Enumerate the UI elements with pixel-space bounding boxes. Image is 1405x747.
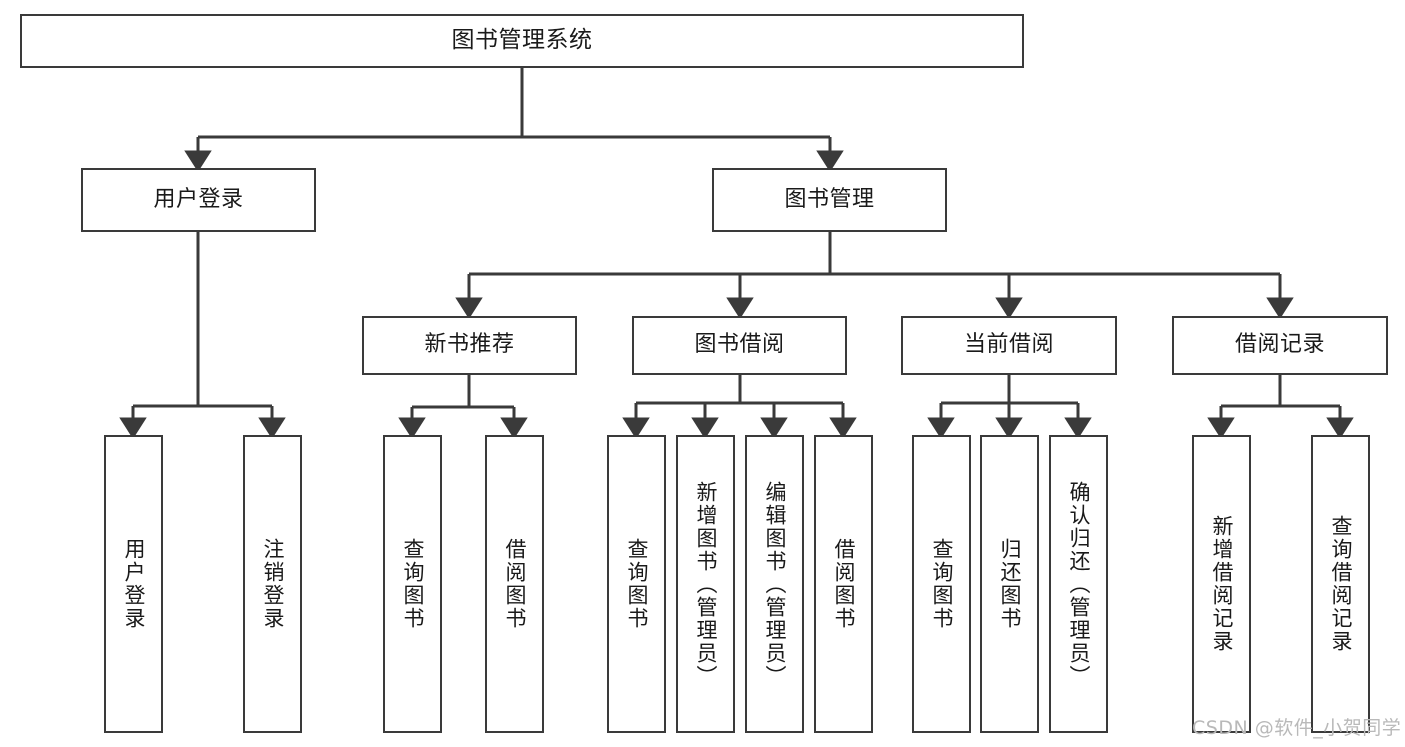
node-label: 注销登录	[261, 538, 285, 630]
node-book-management-system[interactable]: 图书管理系统	[20, 14, 1024, 68]
node-label: 新增图书（管理员）	[694, 480, 718, 688]
node-borrow-record[interactable]: 借阅记录	[1172, 316, 1388, 375]
node-leaf-add-book[interactable]: 新增图书（管理员）	[676, 435, 735, 733]
node-label: 当前借阅	[963, 332, 1054, 358]
node-label: 新书推荐	[424, 332, 515, 358]
node-label: 查询图书	[401, 538, 425, 630]
node-label: 图书管理	[784, 186, 875, 212]
node-book-borrow[interactable]: 图书借阅	[632, 316, 847, 375]
node-leaf-borrow-book-1[interactable]: 借阅图书	[485, 435, 544, 733]
node-label: 查询借阅记录	[1329, 515, 1353, 653]
node-label: 图书管理系统	[451, 27, 593, 54]
node-leaf-edit-book[interactable]: 编辑图书（管理员）	[745, 435, 804, 733]
node-label: 确认归还（管理员）	[1067, 480, 1091, 688]
node-current-borrow[interactable]: 当前借阅	[901, 316, 1117, 375]
node-leaf-query-record[interactable]: 查询借阅记录	[1311, 435, 1370, 733]
node-leaf-add-record[interactable]: 新增借阅记录	[1192, 435, 1251, 733]
node-leaf-logout[interactable]: 注销登录	[243, 435, 302, 733]
node-leaf-query-book-2[interactable]: 查询图书	[607, 435, 666, 733]
node-book-management[interactable]: 图书管理	[712, 168, 947, 232]
node-leaf-query-book-1[interactable]: 查询图书	[383, 435, 442, 733]
node-label: 借阅图书	[503, 538, 527, 630]
node-label: 归还图书	[998, 538, 1022, 630]
node-label: 查询图书	[930, 538, 954, 630]
node-leaf-return-book[interactable]: 归还图书	[980, 435, 1039, 733]
node-label: 编辑图书（管理员）	[763, 480, 787, 688]
node-new-book-recommend[interactable]: 新书推荐	[362, 316, 577, 375]
node-label: 借阅记录	[1234, 332, 1325, 358]
node-leaf-user-login[interactable]: 用户登录	[104, 435, 163, 733]
node-label: 新增借阅记录	[1210, 515, 1234, 653]
node-label: 查询图书	[625, 538, 649, 630]
node-label: 用户登录	[122, 538, 146, 630]
node-label: 用户登录	[153, 186, 244, 212]
node-leaf-query-book-3[interactable]: 查询图书	[912, 435, 971, 733]
node-label: 借阅图书	[832, 538, 856, 630]
node-label: 图书借阅	[694, 332, 785, 358]
node-user-login[interactable]: 用户登录	[81, 168, 316, 232]
node-leaf-borrow-book-2[interactable]: 借阅图书	[814, 435, 873, 733]
node-leaf-confirm-return[interactable]: 确认归还（管理员）	[1049, 435, 1108, 733]
